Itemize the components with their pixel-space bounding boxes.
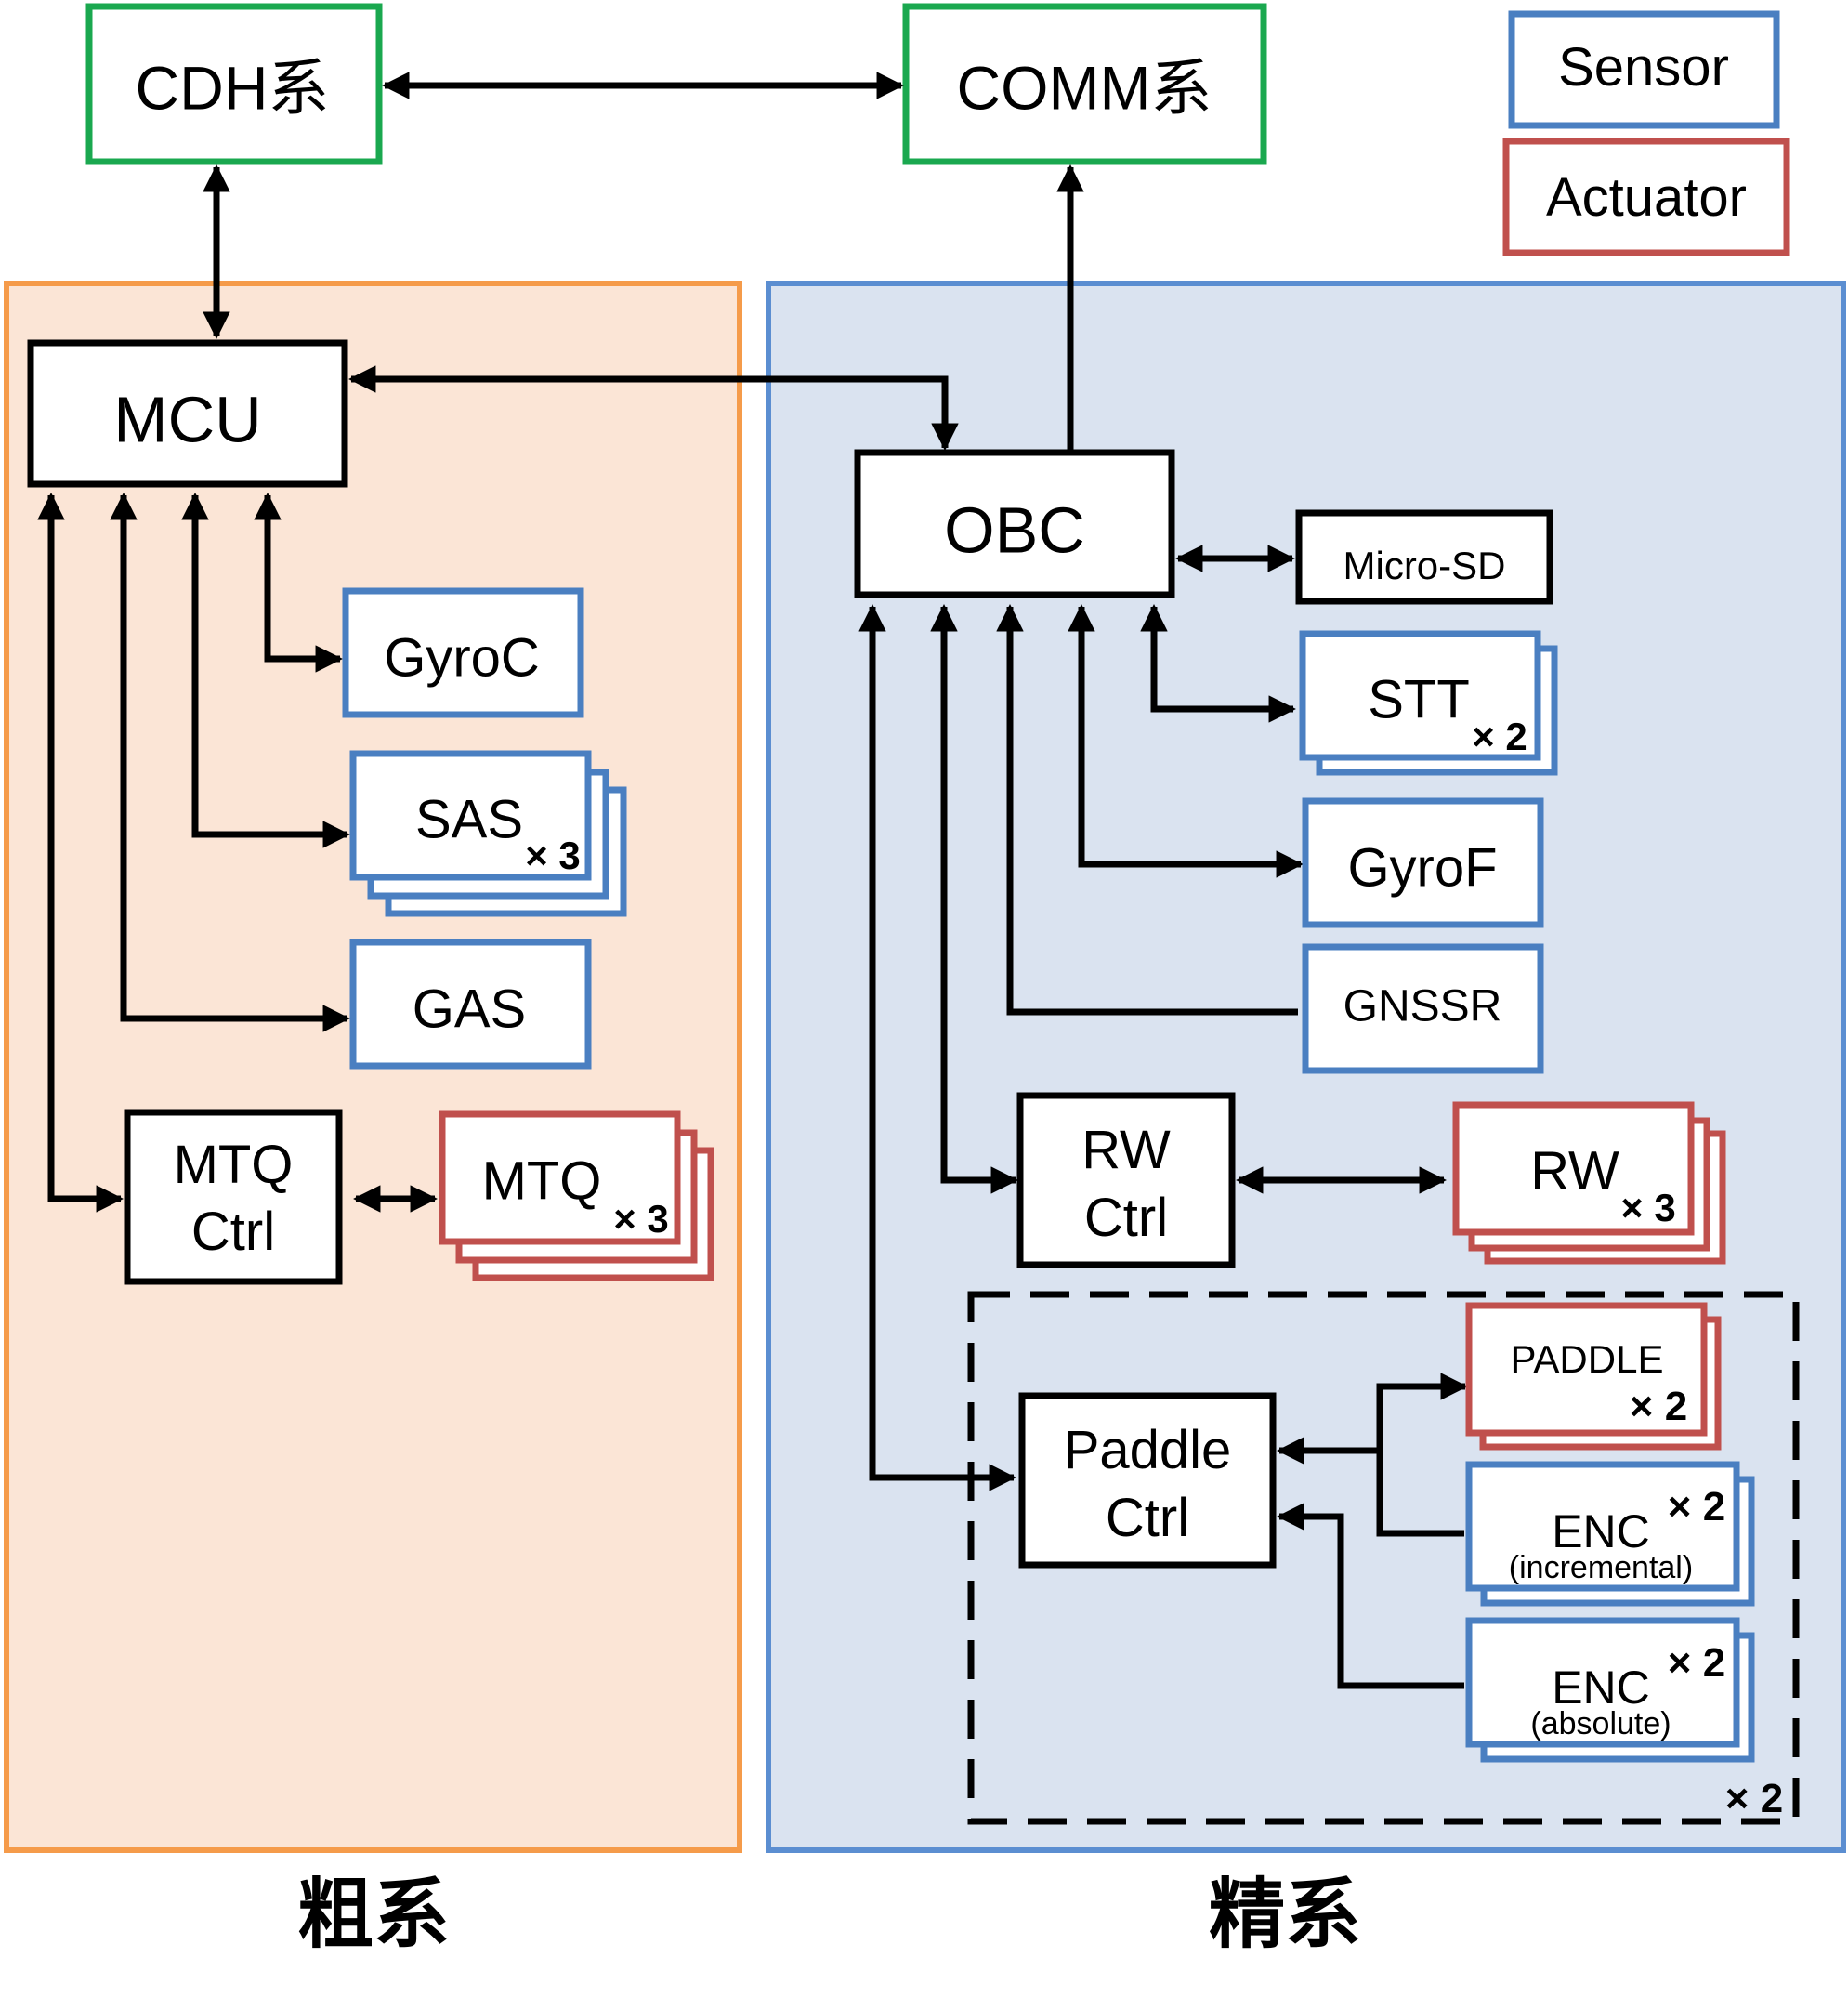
connections — [37, 72, 1468, 1689]
sas-label: SAS — [415, 789, 523, 849]
paddle-label: PADDLE — [1511, 1337, 1664, 1381]
mtq-stack[interactable]: MTQ × 3 — [439, 1110, 714, 1281]
stt-stack[interactable]: STT × 2 — [1299, 630, 1558, 776]
paddle-group-box — [967, 1291, 1800, 1825]
enc-incremental-label: ENC — [1552, 1505, 1650, 1557]
enc-incremental-sub: (incremental) — [1509, 1550, 1693, 1585]
rw-ctrl-label-line1: RW — [1081, 1120, 1171, 1180]
obc-box[interactable]: OBC — [854, 449, 1175, 598]
sas-multiplier: × 3 — [525, 834, 581, 877]
gyroc-box[interactable]: GyroC — [342, 587, 584, 718]
paddle-ctrl-label-line1: Paddle — [1064, 1420, 1232, 1480]
cdh-box[interactable]: CDH系 — [85, 3, 383, 165]
fine-region-label: 精系 — [1209, 1871, 1361, 1959]
rw-ctrl-label-line2: Ctrl — [1084, 1188, 1168, 1248]
gnssr-label: GNSSR — [1343, 982, 1502, 1031]
coarse-region-label: 粗系 — [297, 1871, 450, 1959]
legend-sensor: Sensor — [1508, 10, 1780, 129]
paddle-ctrl-label-line2: Ctrl — [1106, 1488, 1189, 1548]
mtq-ctrl-box[interactable]: MTQ Ctrl — [124, 1109, 343, 1285]
enc-absolute-sub: (absolute) — [1530, 1706, 1671, 1741]
microsd-box[interactable]: Micro-SD — [1295, 509, 1553, 605]
paddle-multiplier: × 2 — [1630, 1384, 1687, 1429]
rw-multiplier: × 3 — [1620, 1186, 1676, 1229]
stt-multiplier: × 2 — [1472, 715, 1527, 758]
paddle-ctrl-box[interactable]: Paddle Ctrl — [1018, 1392, 1277, 1569]
mtq-ctrl-label-line1: MTQ — [174, 1135, 294, 1195]
rw-stack[interactable]: RW × 3 — [1452, 1101, 1726, 1265]
stt-label: STT — [1368, 669, 1470, 729]
paddle-group-multiplier: × 2 — [1725, 1776, 1783, 1821]
gyrof-label: GyroF — [1347, 837, 1497, 898]
microsd-label: Micro-SD — [1343, 544, 1506, 587]
gas-box[interactable]: GAS — [349, 939, 592, 1070]
paddle-stack[interactable]: PADDLE × 2 — [1465, 1302, 1722, 1451]
rw-label: RW — [1530, 1140, 1619, 1201]
gas-label: GAS — [413, 979, 527, 1039]
mtq-label: MTQ — [482, 1150, 602, 1211]
enc-incremental-stack[interactable]: ENC (incremental) × 2 — [1465, 1461, 1755, 1607]
legend-actuator: Actuator — [1502, 138, 1790, 256]
legend-actuator-label: Actuator — [1546, 167, 1747, 228]
comm-box[interactable]: COMM系 — [902, 3, 1267, 165]
gnssr-box[interactable]: GNSSR — [1302, 943, 1544, 1074]
comm-label: COMM系 — [957, 53, 1212, 122]
gyroc-label: GyroC — [384, 627, 540, 688]
obc-label: OBC — [944, 493, 1085, 566]
legend-sensor-label: Sensor — [1558, 37, 1729, 98]
mtq-multiplier: × 3 — [613, 1197, 669, 1241]
enc-absolute-stack[interactable]: ENC (absolute) × 2 — [1465, 1617, 1755, 1763]
enc-absolute-multiplier: × 2 — [1668, 1640, 1725, 1686]
mtq-ctrl-label-line2: Ctrl — [191, 1202, 275, 1262]
enc-incremental-multiplier: × 2 — [1668, 1484, 1725, 1530]
sas-stack[interactable]: SAS × 3 — [349, 750, 627, 917]
cdh-label: CDH系 — [136, 53, 330, 122]
mcu-label: MCU — [113, 383, 261, 455]
gyrof-box[interactable]: GyroF — [1302, 797, 1544, 928]
mcu-box[interactable]: MCU — [27, 339, 348, 488]
enc-absolute-label: ENC — [1552, 1662, 1650, 1714]
rw-ctrl-box[interactable]: RW Ctrl — [1016, 1092, 1236, 1268]
